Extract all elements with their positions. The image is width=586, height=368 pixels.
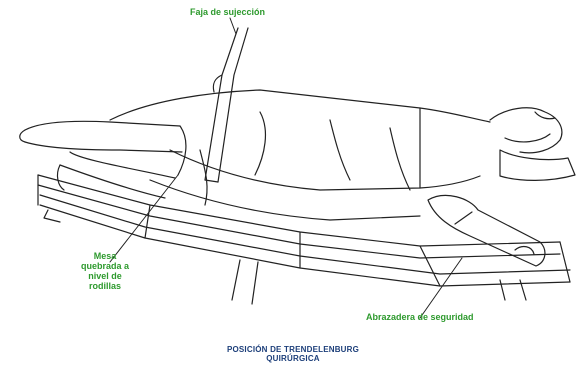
caption-line-1: POSICIÓN DE TRENDELENBURG	[0, 345, 586, 354]
broken-table-label: Mesa quebrada a nivel de rodillas	[75, 251, 135, 291]
label-pointers	[110, 18, 462, 318]
surgical-drape	[110, 90, 490, 220]
safety-strap	[205, 28, 248, 182]
figure-caption: POSICIÓN DE TRENDELENBURG QUIRÚRGICA	[0, 345, 586, 363]
strap-label: Faja de sujección	[190, 7, 265, 17]
safety-clamp-label: Abrazadera de seguridad	[366, 312, 474, 322]
patient-head	[490, 108, 575, 181]
caption-line-2: QUIRÚRGICA	[0, 354, 586, 363]
